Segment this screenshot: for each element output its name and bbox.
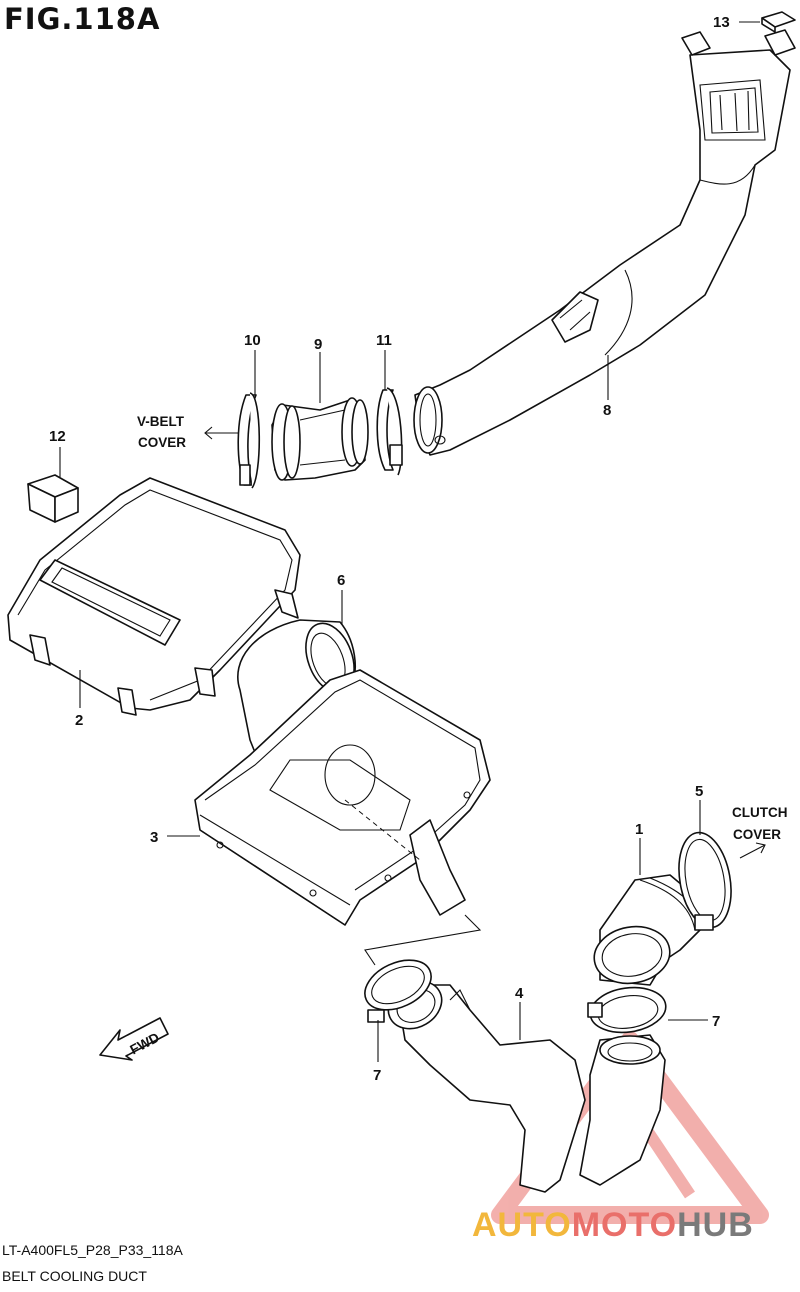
clutch-cover-line2: COVER xyxy=(733,827,781,842)
vbelt-cover-line2: COVER xyxy=(138,435,186,450)
part-13-pad[interactable] xyxy=(761,11,796,33)
watermark-text: AUTOMOTOHUB xyxy=(472,1206,754,1245)
callout-13: 13 xyxy=(713,14,730,31)
watermark-moto: MOTO xyxy=(571,1206,678,1244)
figure-title: FIG.118A xyxy=(4,2,161,36)
part-9-joint-boot[interactable] xyxy=(271,397,369,481)
callout-12: 12 xyxy=(49,428,66,445)
part-12-pad[interactable] xyxy=(27,474,79,523)
part-4-lower-duct[interactable] xyxy=(380,972,666,1193)
clutch-cover-line1: CLUTCH xyxy=(732,805,788,820)
callout-7-left: 7 xyxy=(373,1067,381,1084)
callout-3: 3 xyxy=(150,829,158,846)
figure-code: LT-A400FL5_P28_P33_118A xyxy=(2,1242,183,1258)
part-10-clamp[interactable] xyxy=(237,392,261,489)
callout-9: 9 xyxy=(314,336,322,353)
callout-8: 8 xyxy=(603,402,611,419)
callout-2: 2 xyxy=(75,712,83,729)
part-5-ring[interactable] xyxy=(672,828,738,931)
callout-11: 11 xyxy=(376,332,392,349)
connection-line xyxy=(364,914,482,966)
watermark-hub: HUB xyxy=(677,1206,754,1244)
fwd-arrow: FWD xyxy=(99,1017,169,1061)
part-1-boot[interactable] xyxy=(590,874,701,989)
vbelt-cover-line1: V-BELT xyxy=(137,414,185,429)
callout-4: 4 xyxy=(515,985,524,1002)
leader-lines xyxy=(59,21,760,1062)
callout-10: 10 xyxy=(244,332,261,349)
callout-1: 1 xyxy=(635,821,643,838)
part-11-clamp[interactable] xyxy=(376,387,403,476)
callout-7-right: 7 xyxy=(712,1013,720,1030)
part-7-clamp-right[interactable] xyxy=(587,983,668,1037)
figure-name: BELT COOLING DUCT xyxy=(2,1268,147,1284)
clutch-arrow xyxy=(739,842,766,859)
callout-5: 5 xyxy=(695,783,703,800)
vbelt-arrow xyxy=(204,426,238,440)
part-2-cover[interactable] xyxy=(7,477,301,716)
watermark-auto: AUTO xyxy=(472,1206,572,1244)
part-8-intake-duct[interactable] xyxy=(413,29,796,456)
part-3-case[interactable] xyxy=(194,669,491,926)
callout-6: 6 xyxy=(337,572,345,589)
part-7-clamp-left[interactable] xyxy=(357,950,439,1023)
